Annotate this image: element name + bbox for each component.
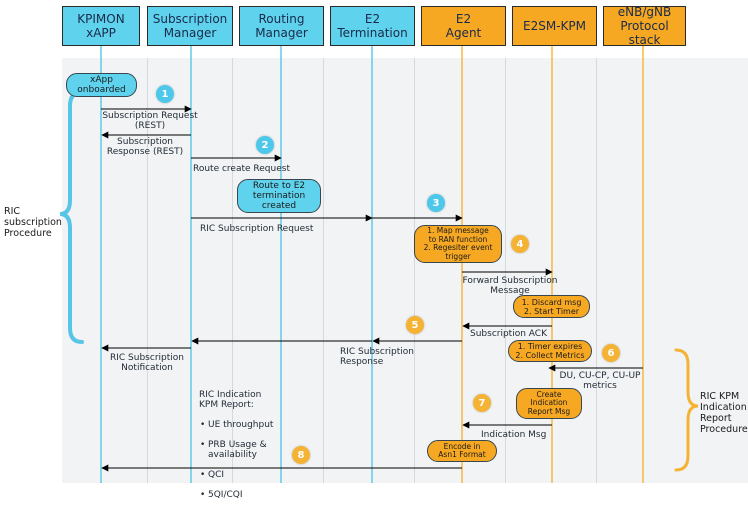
label-subscription-response: Subscription Response (REST): [106, 137, 184, 157]
column-divider: [596, 58, 597, 483]
step-badge-3: 3: [427, 194, 445, 212]
procedure-label-kpm: RIC KPM Indication Report Procedure: [700, 391, 748, 435]
kpm-report-item: PRB Usage & availability: [200, 440, 290, 460]
label-subscription-request: Subscription Request (REST): [102, 111, 198, 131]
header-subscription-manager: Subscription Manager: [147, 6, 233, 46]
header-e2sm-kpm: E2SM-KPM: [512, 6, 597, 46]
kpm-report-title: RIC Indication KPM Report:: [199, 390, 262, 410]
label-forward-subscription: Forward Subscription Message: [462, 276, 558, 296]
header-kpimon-xapp: KPIMON xAPP: [62, 6, 140, 46]
sequence-diagram-lines: [59, 46, 699, 483]
header-e2-termination: E2 Termination: [330, 6, 415, 46]
header-routing-manager: Routing Manager: [239, 6, 324, 46]
header-e2-agent: E2 Agent: [421, 6, 506, 46]
header-protocol-stack: eNB/gNB Protocol stack: [603, 5, 686, 47]
label-ric-subscription-notification: RIC Subscription Notification: [110, 353, 184, 373]
xapp-onboarded-box: xApp onboarded: [66, 73, 137, 97]
create-indication-box: Create Indication Report Msg: [516, 388, 582, 419]
label-ric-subscription-response: RIC Subscription Response: [340, 347, 414, 367]
encode-asn1-box: Encode in Asn1 Format: [427, 440, 497, 462]
step-badge-8: 8: [292, 446, 310, 464]
route-created-box: Route to E2 termination created: [237, 179, 321, 213]
label-subscription-ack: Subscription ACK: [470, 329, 547, 339]
column-divider: [323, 58, 324, 483]
kpm-report-item: 5QI/CQI: [200, 490, 290, 500]
step-badge-2: 2: [256, 136, 274, 154]
label-du-metrics: DU, CU-CP, CU-UP metrics: [559, 371, 641, 391]
brace-subscription-procedure: [59, 90, 84, 344]
step-badge-7: 7: [473, 394, 491, 412]
procedure-label-subscription: RIC subscription Procedure: [4, 206, 62, 239]
kpm-report-item: QCI: [200, 470, 290, 480]
timer-expires-box: 1. Timer expires 2. Collect Metrics: [508, 340, 592, 362]
step-badge-1: 1: [156, 85, 174, 103]
step-badge-6: 6: [602, 344, 620, 362]
column-divider: [414, 58, 415, 483]
brace-kpm-procedure: [674, 348, 699, 472]
step-badge-5: 5: [406, 316, 424, 334]
column-divider: [505, 58, 506, 483]
label-ric-subscription-request: RIC Subscription Request: [200, 224, 314, 234]
kpm-report-list: UE throughput PRB Usage & availability Q…: [200, 410, 290, 510]
discard-msg-box: 1. Discard msg 2. Start Timer: [513, 295, 590, 318]
sequence-area: [62, 58, 748, 483]
step-badge-4: 4: [511, 235, 529, 253]
label-indication-msg: Indication Msg: [481, 430, 547, 440]
column-divider: [147, 58, 148, 483]
column-divider: [232, 58, 233, 483]
label-route-create-request: Route create Request: [193, 164, 290, 174]
map-message-box: 1. Map message to RAN function 2. Regesi…: [414, 225, 502, 263]
kpm-report-item: UE throughput: [200, 420, 290, 430]
